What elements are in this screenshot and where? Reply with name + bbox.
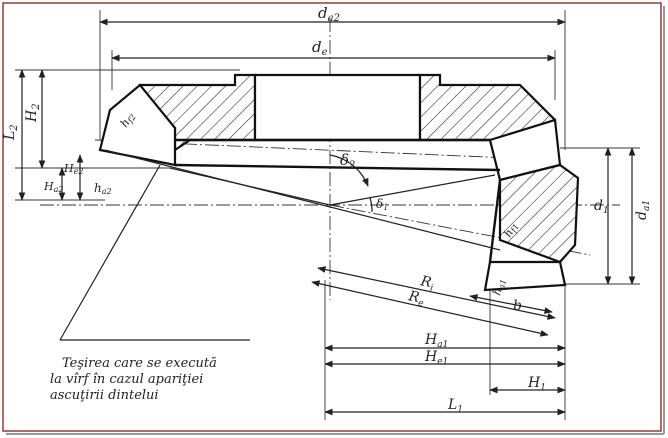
gear-tooth-left	[98, 83, 177, 167]
label-Ha1: Ha1	[424, 332, 448, 350]
label-Ri: Ri	[418, 273, 436, 294]
label-L2: L2	[2, 124, 20, 141]
label-d1: d1	[594, 198, 609, 216]
note-leader-gear	[59, 164, 161, 341]
angle-arc-delta1	[369, 197, 373, 213]
cone-line-gear	[104, 149, 501, 251]
note-line-2: la vîrf în cazul apariţiei	[50, 372, 203, 387]
label-delta1: δ1	[376, 197, 388, 212]
gear-bore	[253, 73, 422, 142]
gear-web-bottom	[174, 163, 501, 172]
label-b: b	[513, 298, 522, 314]
label-ha1: ha1	[490, 277, 508, 297]
label-da1: da1	[634, 200, 652, 220]
label-delta2: δ2	[340, 151, 355, 171]
cone-line-pinion-top	[329, 174, 496, 206]
note-line-1: Teşirea care se execută	[62, 356, 217, 371]
cone-apex-line	[169, 167, 331, 206]
label-da2: da2	[318, 4, 340, 24]
label-H2: H2	[24, 103, 42, 123]
angle-arc-delta2	[329, 154, 369, 187]
label-ha2: ha2	[94, 181, 112, 196]
label-L1: L1	[447, 397, 463, 415]
label-He2: He2	[63, 162, 83, 176]
dim-b	[469, 294, 553, 314]
label-H1: H1	[527, 375, 546, 393]
pinion-body	[498, 163, 580, 264]
dim-Re	[311, 280, 549, 337]
label-He1: He1	[424, 349, 448, 367]
page-border	[2, 2, 662, 432]
label-de: de	[312, 38, 328, 58]
label-Re: Re	[406, 288, 426, 309]
label-Ha2: Ha2	[43, 180, 63, 194]
note-line-3: ascuţirii dintelui	[50, 388, 159, 403]
